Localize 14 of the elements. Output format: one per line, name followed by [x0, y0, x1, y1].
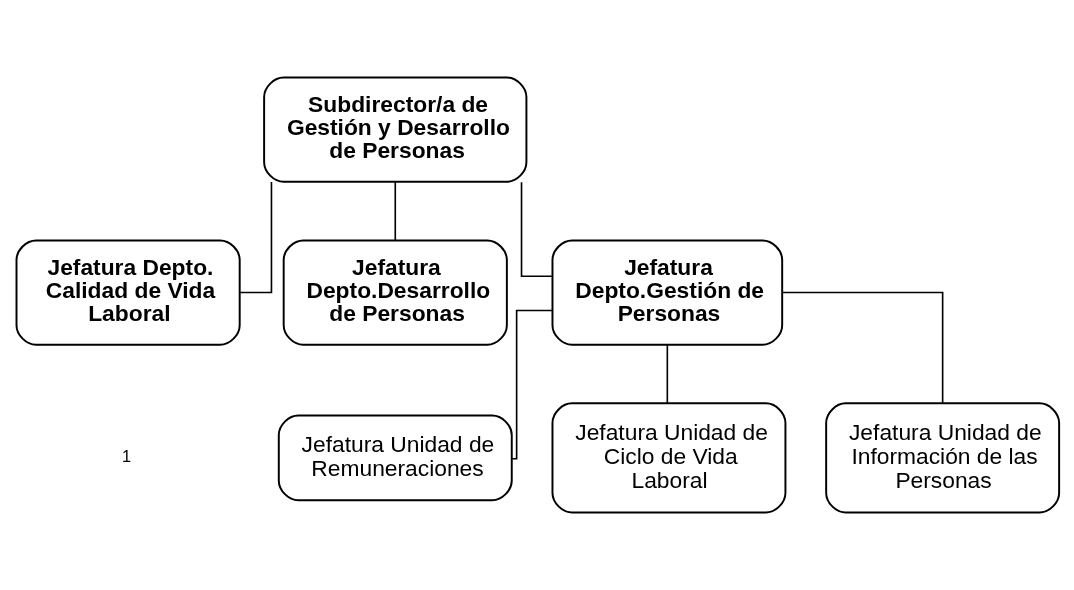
connector — [781, 291, 944, 405]
connector — [394, 181, 397, 242]
connector — [520, 181, 554, 278]
connector — [511, 309, 554, 460]
label: 1 — [121, 446, 131, 465]
node-box: Jefatura Unidad de Remuneraciones — [277, 414, 513, 502]
node-box: Jefatura Depto.Gestión de Personas — [551, 239, 784, 346]
node-box: Jefatura Unidad de Ciclo de Vida Laboral — [551, 402, 787, 514]
node-box: Jefatura Depto.Desarrollo de Personas — [282, 239, 508, 346]
node-box: Jefatura Unidad de Información de las Personas — [825, 402, 1061, 514]
connector — [666, 344, 669, 404]
connector — [239, 181, 273, 294]
node-box: Jefatura Depto. Calidad de Vida Laboral — [15, 239, 241, 346]
node-box: Subdirector/a de Gestión y Desarrollo de Personas — [263, 76, 528, 183]
